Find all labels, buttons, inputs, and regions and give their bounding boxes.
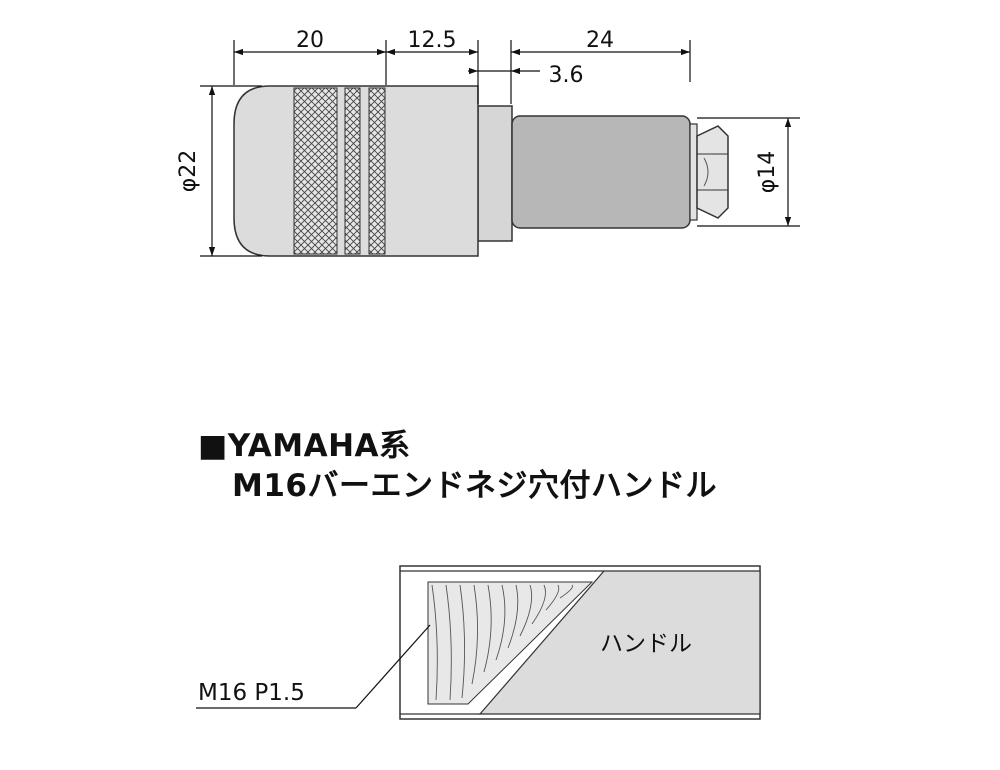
body-neck — [477, 105, 513, 242]
dim-diameter-shaft: φ14 — [755, 151, 780, 194]
dimension-lines — [200, 40, 800, 257]
knurl-band-narrow-1 — [344, 87, 361, 255]
dim-length-gap: 3.6 — [549, 63, 584, 88]
knurl-band-wide — [293, 87, 338, 255]
dim-length-knurl: 20 — [296, 28, 324, 53]
bar-end-part — [233, 85, 729, 257]
thread-lines — [431, 584, 573, 701]
handle-section-fill — [478, 570, 761, 715]
title-line-1: ■YAMAHA系 — [198, 428, 411, 464]
hex-nut — [696, 125, 729, 219]
thread-leader — [355, 624, 431, 709]
thread-spec-label: M16 P1.5 — [198, 680, 305, 706]
handle-section-view: M16 P1.5 ハンドル — [196, 565, 761, 720]
handle-label: ハンドル — [600, 631, 692, 657]
dim-diameter-head: φ22 — [176, 150, 201, 193]
dim-length-middle: 12.5 — [408, 28, 457, 53]
dim-length-shaft: 24 — [586, 28, 614, 53]
washer — [689, 123, 698, 221]
title-line-2: M16バーエンドネジ穴付ハンドル — [232, 468, 717, 504]
rubber-shaft — [511, 115, 691, 229]
dimension-labels: 20 12.5 24 3.6 φ22 φ14 — [176, 28, 780, 193]
knurl-band-narrow-2 — [368, 87, 386, 255]
